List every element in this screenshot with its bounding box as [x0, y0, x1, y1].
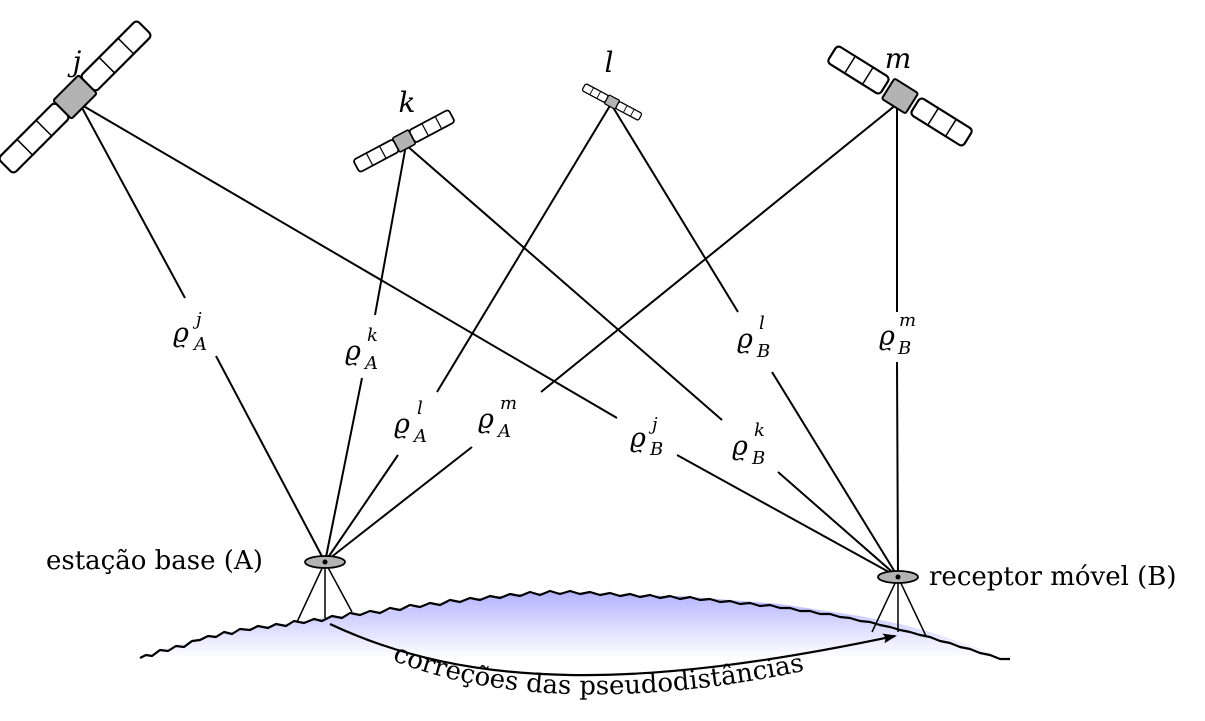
range-lines — [79, 103, 899, 578]
svg-text:ϱ: ϱ — [732, 431, 748, 462]
range-label-k-B: ϱ k B — [732, 420, 765, 469]
svg-text:k: k — [367, 325, 378, 346]
line-j-B-top — [79, 103, 618, 419]
line-l-A-bottom — [324, 454, 399, 563]
ground — [139, 589, 1010, 661]
rover-receiver-label: receptor móvel (B) — [929, 562, 1177, 592]
svg-text:ϱ: ϱ — [879, 321, 895, 352]
svg-text:j: j — [192, 309, 202, 330]
svg-text:A: A — [363, 353, 378, 374]
satellite-k — [353, 109, 455, 173]
solar-panel-left — [0, 102, 70, 174]
svg-text:B: B — [751, 448, 765, 469]
satellite-label-j: j — [67, 45, 82, 78]
line-m-B-bottom — [896, 361, 899, 578]
svg-text:k: k — [754, 420, 765, 441]
line-l-B-bottom — [771, 371, 899, 578]
satellite-label-k: k — [399, 86, 416, 119]
line-k-A-bottom — [324, 377, 363, 563]
range-label-j-B: ϱ j B — [630, 414, 663, 460]
svg-text:B: B — [897, 338, 911, 359]
line-j-A-bottom — [215, 355, 326, 563]
svg-text:l: l — [417, 398, 423, 419]
svg-text:l: l — [759, 313, 765, 334]
svg-text:m: m — [500, 393, 517, 414]
line-j-A-top — [79, 103, 186, 299]
line-k-B-bottom — [777, 471, 899, 578]
line-k-A-top — [374, 144, 407, 316]
satellite-l — [581, 83, 643, 121]
line-m-A-bottom — [324, 446, 473, 563]
satellite-body — [52, 74, 98, 120]
range-label-j-A: ϱ j A — [173, 309, 207, 355]
range-label-l-B: ϱ l B — [737, 313, 770, 362]
base-station-label: estação base (A) — [46, 546, 263, 576]
line-m-A-top — [540, 103, 898, 393]
satellite-j — [0, 20, 152, 174]
svg-text:A: A — [496, 421, 511, 442]
svg-text:ϱ: ϱ — [173, 318, 189, 349]
line-k-B-top — [405, 144, 723, 421]
satellite-m — [827, 45, 973, 147]
svg-text:B: B — [649, 439, 663, 460]
svg-text:j: j — [648, 414, 658, 435]
range-label-l-A: ϱ l A — [394, 398, 427, 447]
svg-text:ϱ: ϱ — [345, 336, 361, 367]
svg-text:ϱ: ϱ — [630, 423, 646, 454]
rover-receiver-antenna — [871, 570, 927, 637]
base-station-antenna — [296, 555, 353, 623]
satellite-label-l: l — [605, 46, 614, 79]
range-label-m-B: ϱ m B — [879, 310, 916, 359]
svg-text:m: m — [899, 310, 916, 331]
svg-text:ϱ: ϱ — [478, 404, 494, 435]
range-label-m-A: ϱ m A — [478, 393, 517, 442]
svg-text:A: A — [192, 334, 207, 355]
svg-text:ϱ: ϱ — [737, 324, 753, 355]
range-label-k-A: ϱ k A — [345, 325, 378, 374]
ground-outline — [139, 589, 1010, 661]
line-j-B-bottom — [676, 454, 899, 578]
satellite-label-m: m — [885, 42, 912, 75]
svg-text:B: B — [756, 341, 770, 362]
solar-panel-right — [80, 20, 152, 92]
line-l-B-top — [610, 103, 739, 313]
svg-text:A: A — [412, 426, 427, 447]
svg-text:ϱ: ϱ — [394, 409, 410, 440]
